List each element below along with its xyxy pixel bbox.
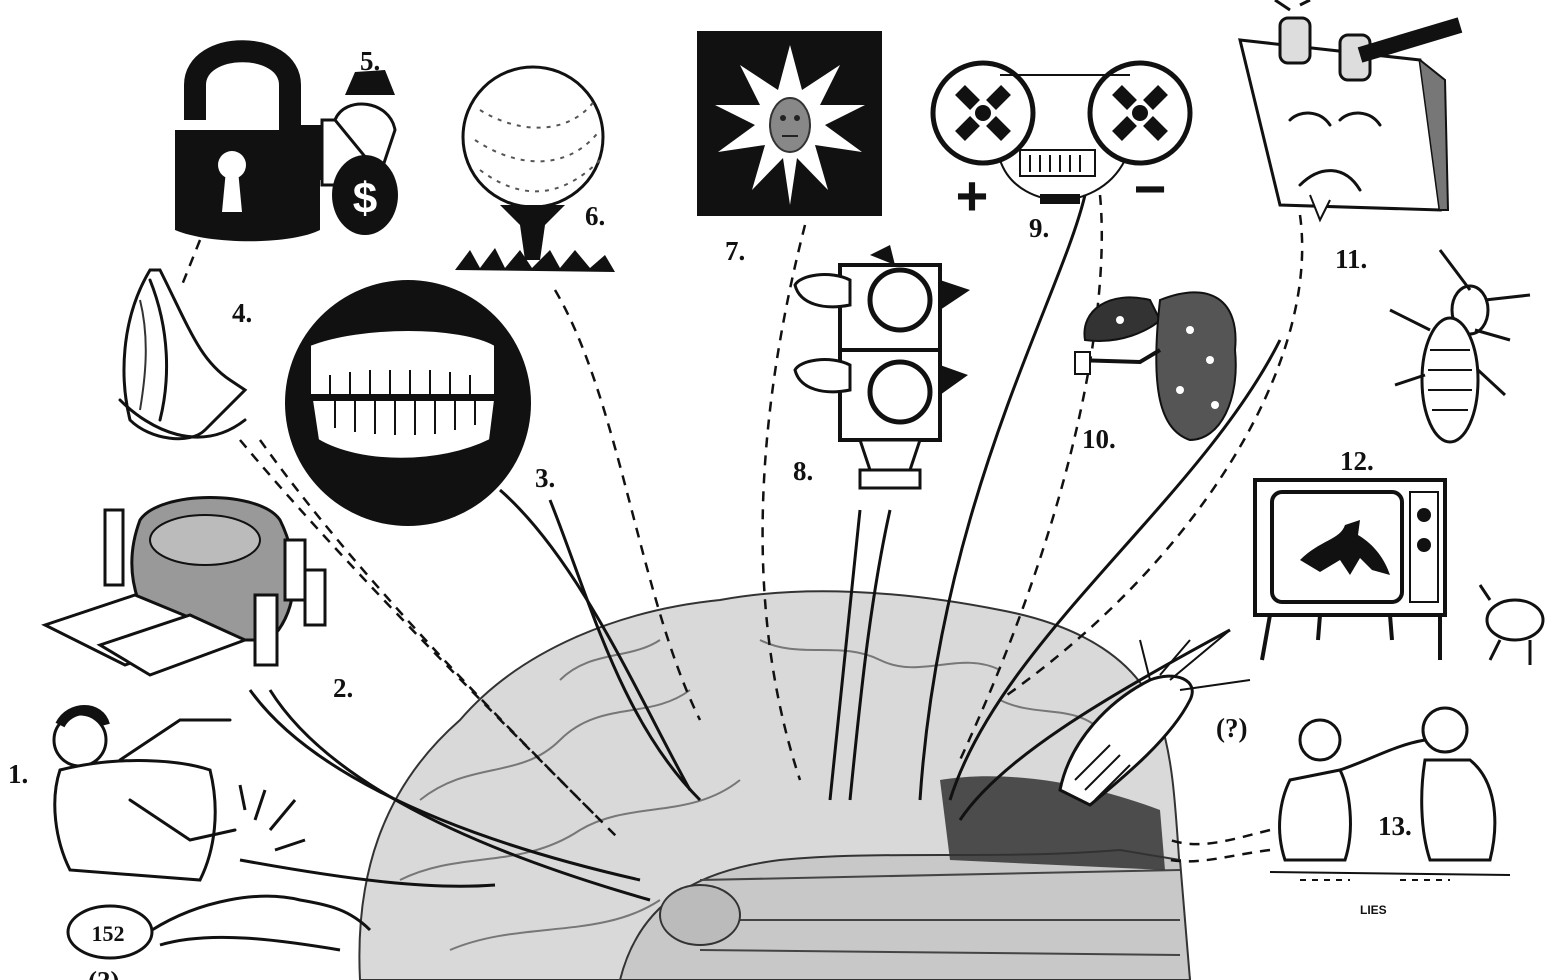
question-mark-label: (?) — [1216, 713, 1247, 743]
speech-bubble-152: 152 — [68, 896, 370, 958]
tape-recorder-icon: + − — [933, 63, 1190, 227]
crying-box-icon — [1240, 0, 1460, 220]
two-men-lies-icon — [1270, 708, 1510, 880]
television-icon — [1255, 480, 1445, 660]
man-in-pain-icon — [54, 710, 305, 880]
label-13: 13. — [1378, 811, 1412, 841]
label-3: 3. — [535, 463, 555, 493]
money-pile-icon — [45, 498, 325, 676]
golf-ball-icon — [455, 67, 615, 272]
label-8: 8. — [793, 456, 813, 486]
starburst-face-icon — [697, 31, 882, 216]
label-12: 12. — [1340, 446, 1374, 476]
label-7: 7. — [725, 236, 745, 266]
minus-sign: − — [1134, 157, 1167, 220]
label-9: 9. — [1029, 213, 1049, 243]
label-5: 5. — [360, 46, 380, 76]
lies-caption: LIES — [1360, 903, 1387, 917]
label-6: 6. — [585, 201, 605, 231]
insect-icon-partial — [1480, 585, 1543, 665]
praying-hands-icon — [120, 270, 245, 439]
plus-sign: + — [956, 164, 989, 227]
label-2: 2. — [333, 673, 353, 703]
traffic-light-icon — [795, 245, 970, 488]
bottom-question-mark: (?) — [88, 966, 119, 980]
padlock-money-icon: $ — [175, 51, 398, 241]
insect-icon — [1390, 250, 1530, 442]
label-1: 1. — [8, 759, 28, 789]
dentures-icon — [285, 280, 531, 526]
label-10: 10. — [1082, 424, 1116, 454]
lungs-icon — [1075, 292, 1236, 440]
label-11: 11. — [1335, 244, 1367, 274]
dollar-sign: $ — [353, 174, 377, 223]
speech-bubble-text: 152 — [92, 921, 125, 946]
label-4: 4. — [232, 298, 252, 328]
